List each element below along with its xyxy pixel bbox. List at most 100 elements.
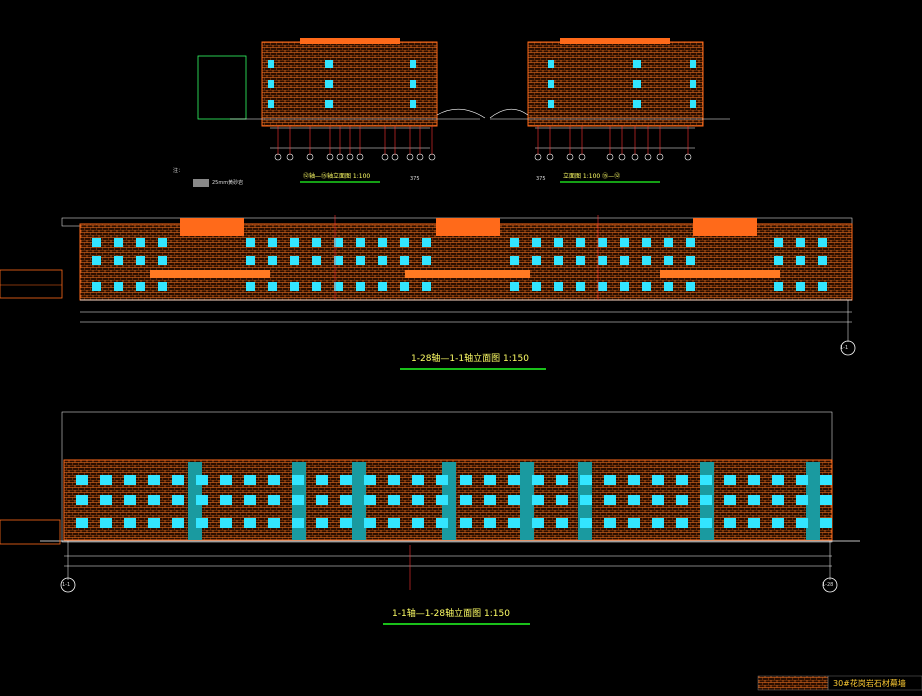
window <box>748 495 760 505</box>
window <box>312 282 321 291</box>
window <box>604 495 616 505</box>
window <box>124 495 136 505</box>
window <box>796 256 805 265</box>
window <box>484 495 496 505</box>
window <box>76 518 88 528</box>
window <box>158 256 167 265</box>
window <box>532 518 544 528</box>
window <box>378 238 387 247</box>
window <box>580 495 592 505</box>
window <box>114 282 123 291</box>
window <box>364 475 376 485</box>
window <box>620 282 629 291</box>
window <box>290 238 299 247</box>
front-elevation <box>0 215 856 370</box>
window <box>820 495 832 505</box>
left-side-dimension: 375 <box>410 176 420 182</box>
window <box>334 282 343 291</box>
window <box>620 256 629 265</box>
window <box>220 518 232 528</box>
window <box>268 495 280 505</box>
window <box>356 282 365 291</box>
window <box>700 495 712 505</box>
window <box>796 495 808 505</box>
window <box>244 518 256 528</box>
window <box>378 282 387 291</box>
window <box>312 256 321 265</box>
teal-panel <box>520 462 534 540</box>
window <box>796 518 808 528</box>
window <box>796 238 805 247</box>
side-elevation-right <box>489 38 730 183</box>
front-end-axis-label: 1-1 <box>840 345 849 351</box>
window <box>388 495 400 505</box>
window <box>724 475 736 485</box>
window <box>246 238 255 247</box>
window <box>796 475 808 485</box>
window <box>422 282 431 291</box>
window <box>158 238 167 247</box>
window <box>604 518 616 528</box>
window <box>356 256 365 265</box>
window <box>774 238 783 247</box>
window <box>532 238 541 247</box>
title-block-frame <box>827 675 922 691</box>
window <box>748 518 760 528</box>
window <box>92 256 101 265</box>
window <box>598 282 607 291</box>
window <box>316 518 328 528</box>
title-block-hatch <box>757 675 829 691</box>
window <box>400 238 409 247</box>
window <box>436 518 448 528</box>
window <box>556 518 568 528</box>
teal-panel <box>806 462 820 540</box>
window <box>340 518 352 528</box>
window <box>676 518 688 528</box>
window <box>510 256 519 265</box>
window <box>686 238 695 247</box>
window <box>772 518 784 528</box>
window <box>642 282 651 291</box>
window <box>664 282 673 291</box>
window <box>114 238 123 247</box>
window <box>114 256 123 265</box>
window <box>604 475 616 485</box>
window <box>364 495 376 505</box>
window <box>400 256 409 265</box>
window <box>292 518 304 528</box>
rear-elevation-title: 1-1轴—1-28轴立面图 1:150 <box>392 609 510 619</box>
window <box>724 518 736 528</box>
teal-panel <box>352 462 366 540</box>
window <box>554 238 563 247</box>
window <box>576 282 585 291</box>
window <box>796 282 805 291</box>
window <box>576 256 585 265</box>
window <box>92 238 101 247</box>
window <box>532 495 544 505</box>
window <box>246 282 255 291</box>
rear-start-axis-label: 1-1 <box>62 582 71 588</box>
window <box>148 495 160 505</box>
window <box>246 256 255 265</box>
window <box>510 282 519 291</box>
window <box>642 256 651 265</box>
window <box>664 238 673 247</box>
window <box>652 495 664 505</box>
window <box>136 256 145 265</box>
window <box>400 282 409 291</box>
window <box>136 238 145 247</box>
window <box>356 238 365 247</box>
window <box>460 518 472 528</box>
window <box>244 475 256 485</box>
window <box>92 282 101 291</box>
window <box>378 256 387 265</box>
window <box>268 475 280 485</box>
window <box>268 518 280 528</box>
legend-note: 25mm黄砂岩 <box>212 180 244 186</box>
window <box>818 238 827 247</box>
window <box>268 256 277 265</box>
rear-end-axis-label: 1-28 <box>822 582 834 588</box>
window <box>484 475 496 485</box>
window <box>76 475 88 485</box>
window <box>460 475 472 485</box>
